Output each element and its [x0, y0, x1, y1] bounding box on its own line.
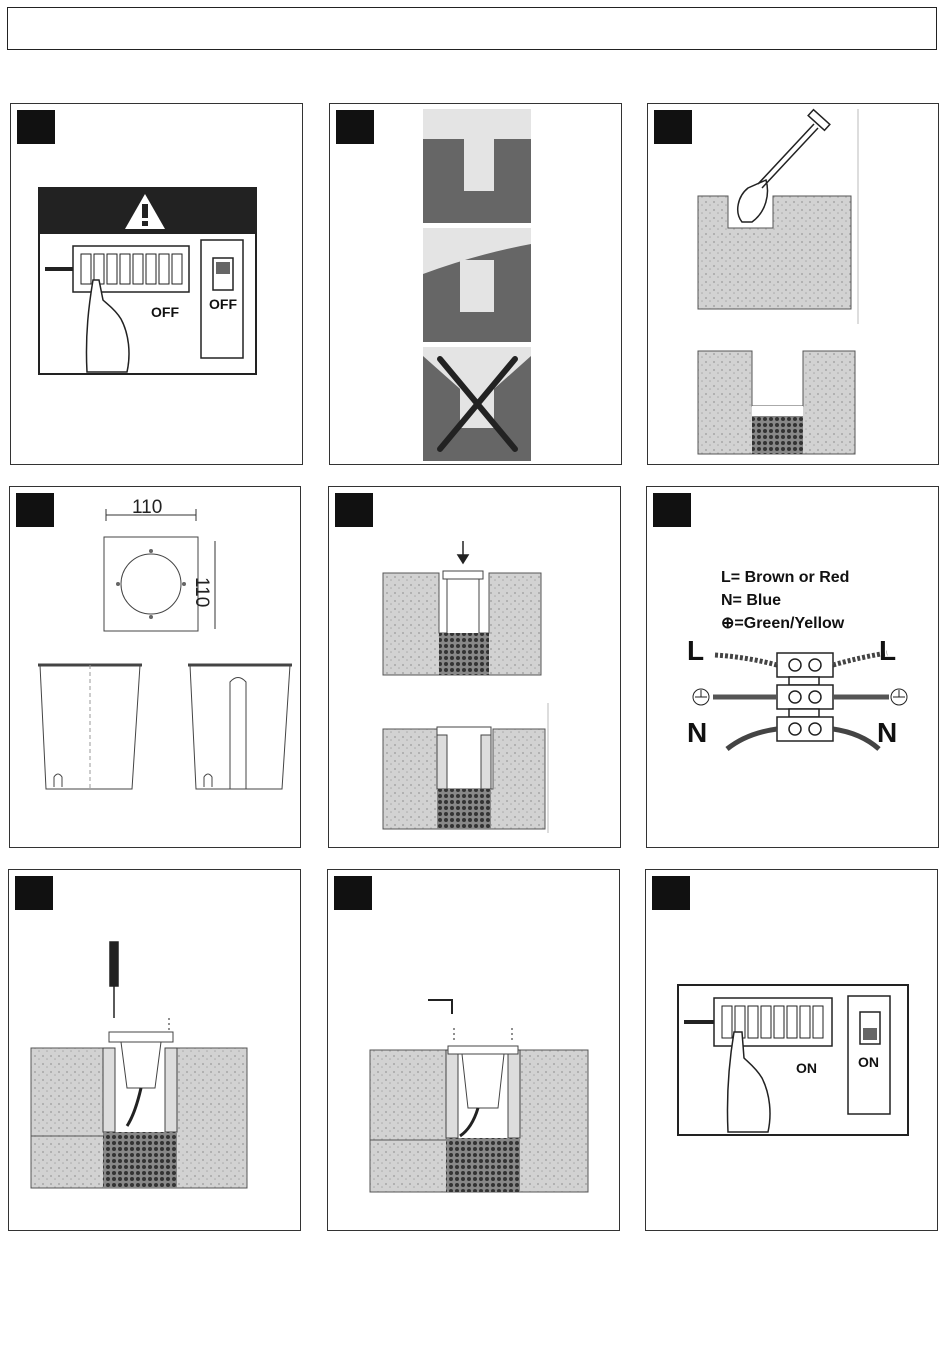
- switch-off-label: OFF: [209, 296, 237, 312]
- step-5-illustration: [329, 487, 621, 848]
- breaker-off-label: OFF: [151, 304, 179, 320]
- step-3-illustration: [648, 104, 939, 465]
- dimension-width-label: 110: [132, 497, 162, 519]
- step-4-panel: 110 110: [9, 486, 301, 848]
- step-8-illustration: [328, 870, 620, 1231]
- step-1-panel: OFF OFF: [10, 103, 303, 465]
- step-9-illustration: [646, 870, 938, 1231]
- earth-icon: [693, 689, 709, 705]
- step-7-illustration: [9, 870, 301, 1231]
- step-9-panel: ON ON: [645, 869, 938, 1231]
- step-4-illustration: [10, 487, 301, 848]
- step-5-panel: [328, 486, 621, 848]
- step-7-panel: [8, 869, 301, 1231]
- step-2-illustration: [330, 104, 622, 465]
- step-8-panel: [327, 869, 620, 1231]
- down-arrow-icon: [458, 541, 468, 563]
- left-l-label: L: [687, 635, 704, 667]
- step-3-panel: [647, 103, 939, 465]
- step-1-illustration: [11, 104, 303, 465]
- switch-on-label: ON: [858, 1054, 879, 1070]
- breaker-on-label: ON: [796, 1060, 817, 1076]
- right-l-label: L: [879, 635, 896, 667]
- right-n-label: N: [877, 717, 897, 749]
- header-box: [7, 7, 937, 50]
- step-6-panel: L= Brown or Red N= Blue ⊕=Green/Yellow: [646, 486, 939, 848]
- screwdriver-icon: [110, 942, 118, 1018]
- step-6-illustration: [647, 487, 939, 848]
- earth-icon: [891, 689, 907, 705]
- dimension-height-label: 110: [190, 577, 212, 607]
- left-n-label: N: [687, 717, 707, 749]
- step-2-panel: [329, 103, 622, 465]
